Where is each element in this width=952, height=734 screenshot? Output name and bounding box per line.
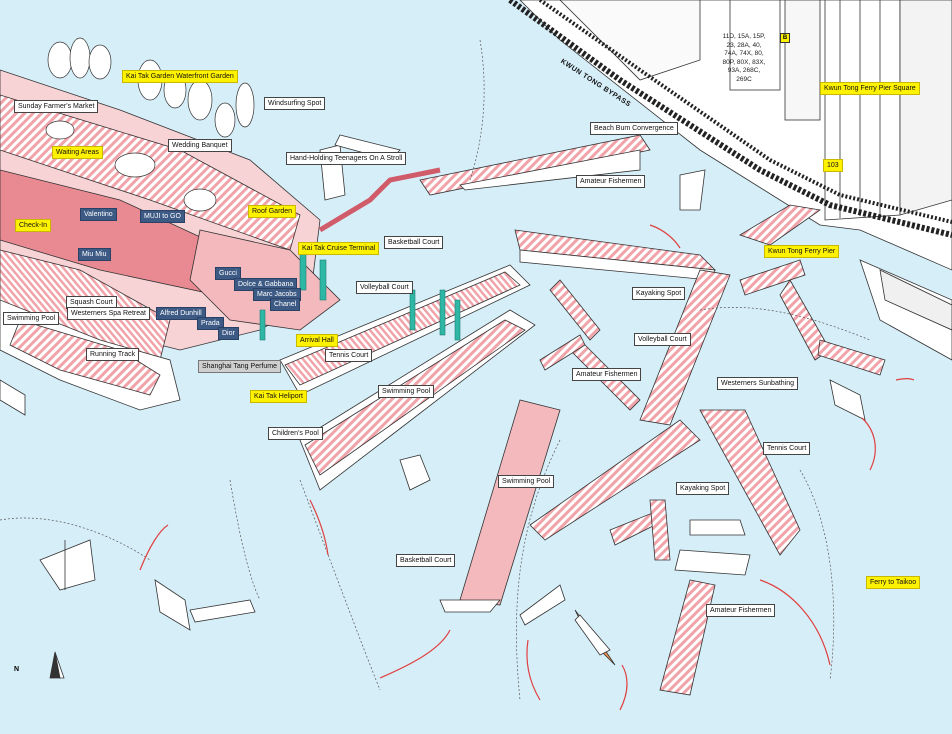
label-brand-valentino[interactable]: Valentino <box>80 208 117 221</box>
label-brand-alfred-dunhill[interactable]: Alfred Dunhill <box>156 307 206 320</box>
label-swimming-pool-2[interactable]: Swimming Pool <box>378 385 435 398</box>
label-basketball-court-2[interactable]: Basketball Court <box>396 554 456 567</box>
label-amateur-fishermen-1[interactable]: Amateur Fishermen <box>576 175 646 188</box>
label-farmers-market[interactable]: Sunday Farmer's Market <box>14 100 99 113</box>
label-swimming-pool-1[interactable]: Swimming Pool <box>3 312 60 325</box>
label-cruise-terminal[interactable]: Kai Tak Cruise Terminal <box>298 242 380 255</box>
label-brand-miu-miu[interactable]: Miu Miu <box>78 248 111 261</box>
label-brand-chanel[interactable]: Chanel <box>270 298 301 311</box>
label-amateur-fishermen-3[interactable]: Amateur Fishermen <box>706 604 776 617</box>
north-label: N <box>14 666 20 673</box>
bus-route-line: 74A, 74X, 80, <box>724 50 764 57</box>
label-ferry-pier[interactable]: Kwun Tong Ferry Pier <box>764 245 840 258</box>
label-running-track[interactable]: Running Track <box>86 348 140 361</box>
label-swimming-pool-3[interactable]: Swimming Pool <box>498 475 555 488</box>
label-wedding-banquet[interactable]: Wedding Banquet <box>168 139 232 152</box>
label-kai-tak-garden[interactable]: Kai Tak Garden Waterfront Garden <box>122 70 238 83</box>
label-check-in[interactable]: Check-In <box>15 219 52 232</box>
label-brand-dior[interactable]: Dior <box>218 327 239 340</box>
label-basketball-court-1[interactable]: Basketball Court <box>384 236 444 249</box>
label-arrival-hall[interactable]: Arrival Hall <box>296 334 338 347</box>
label-westerners-sunbathing[interactable]: Westerners Sunbathing <box>717 377 799 390</box>
footbridge <box>318 167 441 233</box>
kwun-tong-bypass <box>508 0 952 238</box>
label-heliport[interactable]: Kai Tak Heliport <box>250 390 307 403</box>
bus-route-line: 23, 28A, 40, <box>726 41 762 49</box>
bus-route-line: 11D, 15A, 15P, <box>722 33 766 40</box>
north-arrow-icon <box>49 651 65 679</box>
route-arrows <box>139 224 915 711</box>
label-beach-bum[interactable]: Beach Bum Convergence <box>590 122 678 135</box>
label-brand-muji[interactable]: MUJI to GO <box>140 210 185 223</box>
label-shanghai-tang[interactable]: Shanghai Tang Perfume <box>198 360 281 373</box>
label-roof-garden[interactable]: Roof Garden <box>248 205 297 218</box>
label-kayaking-1[interactable]: Kayaking Spot <box>632 287 686 300</box>
bus-routes-list: 11D, 15A, 15P, 23, 28A, 40, 74A, 74X, 80… <box>716 33 772 84</box>
label-windsurfing[interactable]: Windsurfing Spot <box>264 97 326 110</box>
bottom-left-jetty <box>0 379 256 623</box>
ship-wakes <box>0 39 871 701</box>
label-volleyball-court-1[interactable]: Volleyball Court <box>356 281 413 294</box>
label-brand-prada[interactable]: Prada <box>197 317 224 330</box>
bus-route-line: 93A, 268C, <box>727 67 761 74</box>
label-spa-retreat[interactable]: Westerners Spa Retreat <box>67 307 150 320</box>
label-brand-gucci[interactable]: Gucci <box>215 267 241 280</box>
label-ferry-pier-square[interactable]: Kwun Tong Ferry Pier Square <box>820 82 920 95</box>
bus-badge: B <box>780 33 790 43</box>
terminal-columns <box>259 249 461 341</box>
kwun-tong-pier <box>739 204 952 361</box>
label-childrens-pool[interactable]: Children's Pool <box>268 427 323 440</box>
label-amateur-fishermen-2[interactable]: Amateur Fishermen <box>572 368 642 381</box>
bus-route-line: 269C <box>736 75 752 83</box>
label-waiting-areas[interactable]: Waiting Areas <box>52 146 103 159</box>
label-teenagers-stroll[interactable]: Hand-Holding Teenagers On A Stroll <box>286 152 407 165</box>
label-volleyball-court-2[interactable]: Volleyball Court <box>634 333 691 346</box>
label-tennis-court-1[interactable]: Tennis Court <box>325 349 373 362</box>
label-ferry-to-taikoo[interactable]: Ferry to Taikoo <box>866 576 921 589</box>
label-bus-103[interactable]: 103 <box>823 159 843 172</box>
label-tennis-court-2[interactable]: Tennis Court <box>763 442 811 455</box>
bus-route-line: 80P, 80X, 83X, <box>722 58 766 66</box>
label-kayaking-2[interactable]: Kayaking Spot <box>676 482 730 495</box>
